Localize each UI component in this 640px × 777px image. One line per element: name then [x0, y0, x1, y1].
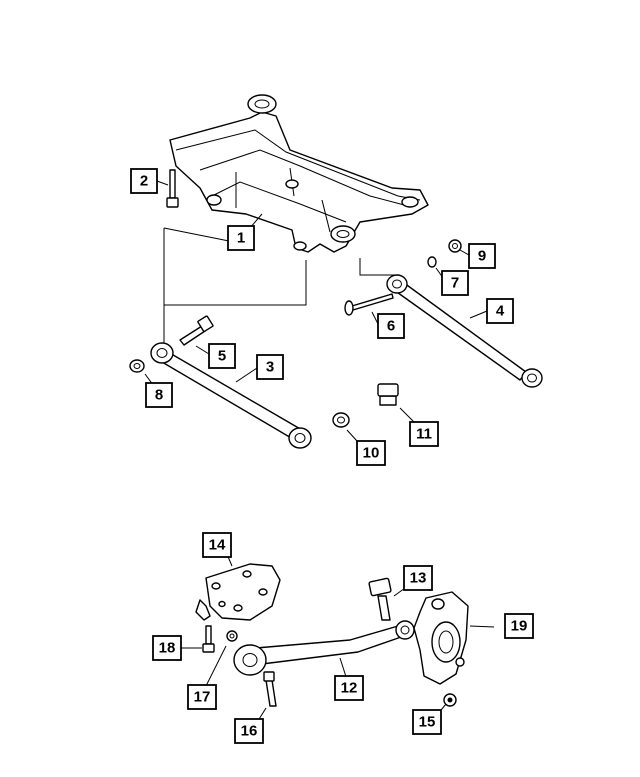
nut-10-illustration: [332, 412, 350, 428]
callout-16: 16: [234, 718, 264, 744]
nut-15-illustration: [443, 693, 457, 707]
lateral-link-3-illustration: [150, 342, 312, 449]
callout-9: 9: [468, 243, 496, 269]
callout-6: 6: [377, 313, 405, 339]
nut-9-illustration: [448, 239, 462, 253]
callout-1: 1: [227, 225, 255, 251]
bolt-2-illustration: [166, 169, 179, 208]
bolt-11-illustration: [377, 383, 399, 406]
nut-8-illustration: [129, 359, 145, 373]
callout-11: 11: [409, 421, 439, 447]
bolt-16-illustration: [263, 671, 277, 707]
svg-text:2: 2: [140, 173, 148, 190]
washer-7-illustration: [427, 256, 437, 268]
bolt-5-illustration: [179, 315, 214, 346]
svg-text:15: 15: [419, 714, 436, 731]
callout-3: 3: [256, 354, 284, 380]
svg-text:19: 19: [511, 618, 528, 635]
svg-text:10: 10: [363, 445, 380, 462]
svg-text:3: 3: [266, 359, 274, 376]
callout-13: 13: [403, 565, 433, 591]
callout-4: 4: [486, 298, 514, 324]
callout-17: 17: [187, 684, 217, 710]
callout-7: 7: [441, 270, 469, 296]
svg-text:16: 16: [241, 723, 258, 740]
callout-10: 10: [356, 440, 386, 466]
callout-15: 15: [412, 709, 442, 735]
svg-text:13: 13: [410, 570, 427, 587]
trailing-arm-12-illustration: [233, 620, 415, 676]
svg-text:9: 9: [478, 248, 486, 265]
svg-text:12: 12: [341, 680, 358, 697]
bolt-6-illustration: [344, 293, 394, 316]
svg-text:8: 8: [155, 387, 163, 404]
callout-14: 14: [202, 532, 232, 558]
bracket-14-illustration: [195, 563, 281, 621]
crossmember-illustration: [169, 94, 429, 253]
callout-18: 18: [152, 635, 182, 661]
callout-5: 5: [208, 343, 236, 369]
svg-text:11: 11: [416, 426, 432, 443]
bolt-18-illustration: [202, 625, 215, 653]
svg-text:18: 18: [159, 640, 176, 657]
svg-text:17: 17: [194, 689, 211, 706]
callout-19: 19: [504, 613, 534, 639]
bolt-13-illustration: [368, 577, 392, 621]
svg-text:4: 4: [496, 303, 505, 320]
svg-text:1: 1: [237, 230, 245, 247]
svg-text:14: 14: [209, 537, 226, 554]
nut-17-illustration: [226, 630, 238, 642]
assembly-guide-lines: [163, 227, 396, 345]
link-4-illustration: [386, 274, 543, 388]
callout-2: 2: [130, 168, 158, 194]
callout-8: 8: [145, 382, 173, 408]
knuckle-19-illustration: [413, 591, 469, 685]
svg-text:6: 6: [387, 318, 395, 335]
callout-12: 12: [334, 675, 364, 701]
svg-text:5: 5: [218, 348, 226, 365]
svg-text:7: 7: [451, 275, 459, 292]
